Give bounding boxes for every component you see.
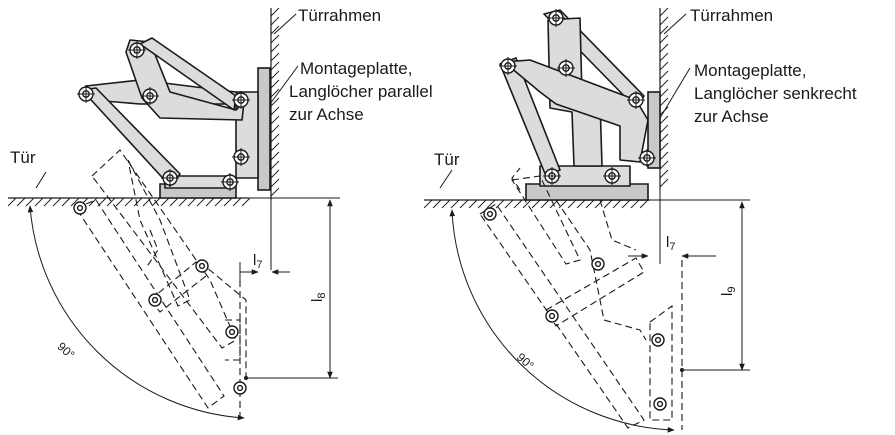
svg-text:l7: l7 [666, 234, 675, 253]
left-door-label: Tür [10, 148, 36, 167]
right-angle-label: 90° [514, 350, 537, 373]
right-open-pivot-2 [591, 257, 605, 271]
right-plate-label-line1: Montageplatte, [694, 61, 806, 80]
left-door-surface [7, 197, 340, 207]
right-hinge-diagram: 90° l7 l9 Türrahmen Montageplatte, Langl… [423, 6, 861, 433]
right-plate-label: Montageplatte, Langlöcher senkrecht zur … [694, 61, 861, 126]
left-link-arms [81, 37, 245, 187]
right-frame-label: Türrahmen [690, 6, 773, 25]
left-open-pivot-5 [233, 381, 247, 395]
left-open-pivot-3 [148, 293, 162, 307]
right-door-surface [423, 199, 750, 209]
right-dim-l9: l9 [680, 201, 750, 372]
right-mounting-plate [647, 91, 661, 169]
left-dim-l7-sub: 7 [256, 259, 262, 271]
left-pivot-points [77, 41, 250, 191]
right-plate-label-line2: Langlöcher senkrecht [694, 84, 857, 103]
left-frame-label: Türrahmen [298, 6, 381, 25]
right-door-frame [659, 7, 669, 250]
right-pivot-7 [603, 167, 621, 185]
left-door-frame [270, 7, 280, 270]
right-plate-label-line3: zur Achse [694, 107, 769, 126]
right-angle-arc [449, 209, 675, 433]
left-hinge-diagram: 90° l7 l8 Türrahmen Montageplatte, Langl… [7, 6, 437, 421]
left-plate-label-line2: Langlöcher parallel [289, 82, 433, 101]
left-pivot-3 [141, 87, 159, 105]
right-pivot-1 [547, 9, 565, 27]
left-open-pivot-4 [225, 325, 239, 339]
right-open-pivot-5 [653, 397, 667, 411]
right-pivot-5 [638, 149, 656, 167]
right-pivot-2 [499, 57, 517, 75]
left-plate-label-line1: Montageplatte, [300, 59, 412, 78]
right-dim-l9-sub: 9 [726, 287, 738, 293]
right-pivot-6 [543, 167, 561, 185]
svg-text:l9: l9 [719, 287, 738, 296]
right-open-pivot-1 [483, 207, 497, 221]
left-dim-l8-sub: 8 [316, 293, 328, 299]
right-dim-l7: l7 [628, 234, 716, 264]
right-open-pivot-3 [545, 309, 559, 323]
left-plate-label-line3: zur Achse [289, 105, 364, 124]
left-dim-l8: l8 [244, 199, 338, 380]
left-pivot-6 [232, 91, 250, 109]
left-dim-l8-base: l [309, 299, 326, 302]
left-angle-arc [27, 205, 245, 421]
svg-text:l7: l7 [253, 252, 262, 271]
right-open-position-outline [479, 167, 683, 430]
left-open-pivot-1 [73, 201, 87, 215]
right-open-pivot-4 [651, 333, 665, 347]
right-pivot-points [499, 9, 656, 185]
right-pivot-4 [627, 91, 645, 109]
right-door-label: Tür [434, 150, 460, 169]
left-pivot-7 [232, 148, 250, 166]
left-mounting-plate [257, 67, 271, 191]
left-pivot-2 [128, 41, 146, 59]
right-dim-l7-sub: 7 [669, 241, 675, 253]
svg-text:l8: l8 [309, 293, 328, 302]
left-dim-l7-base: l [253, 252, 256, 269]
right-dim-l7-base: l [666, 234, 669, 251]
left-dim-l7: l7 [239, 252, 290, 282]
right-link-arms [499, 9, 649, 177]
left-pivot-4 [161, 169, 179, 187]
left-plate-label: Montageplatte, Langlöcher parallel zur A… [289, 59, 437, 124]
left-open-pivot-2 [195, 259, 209, 273]
right-dim-l9-base: l [719, 293, 736, 296]
left-pivot-1 [77, 85, 95, 103]
right-pivot-3 [557, 59, 575, 77]
left-angle-label: 90° [55, 339, 78, 362]
left-pivot-5 [221, 173, 239, 191]
